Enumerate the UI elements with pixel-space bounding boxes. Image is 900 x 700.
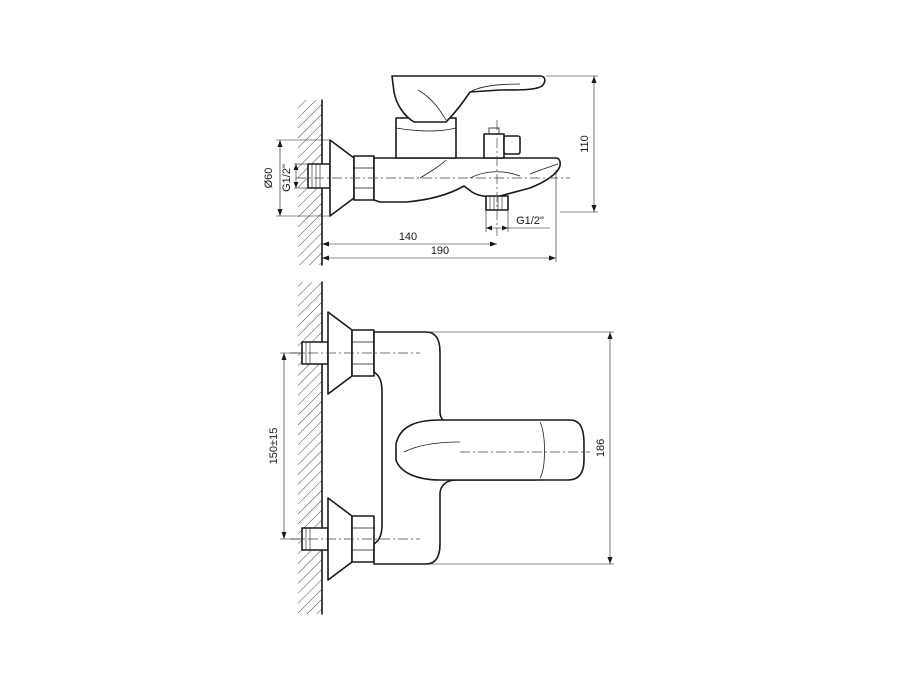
dim-g-outlet: G1/2" xyxy=(485,210,550,232)
dim-phi60: Ø60 xyxy=(263,139,330,217)
dim-150-label: 150±15 xyxy=(268,428,280,465)
cartridge-side xyxy=(395,117,457,159)
dim-g-inlet-label: G1/2" xyxy=(281,164,293,192)
dim-g-outlet-label: G1/2" xyxy=(516,215,544,227)
handle-top xyxy=(395,419,585,481)
wall-top xyxy=(298,281,323,615)
dim-phi60-label: Ø60 xyxy=(263,168,275,189)
dim-186-label: 186 xyxy=(595,439,607,457)
inlet-pipe-side xyxy=(307,163,331,189)
top-view: 150±15 186 xyxy=(268,281,614,615)
dim-190-label: 190 xyxy=(431,245,449,257)
diverter-knob-side xyxy=(483,127,521,159)
dim-140-label: 140 xyxy=(399,231,417,243)
inlet-lower xyxy=(301,497,375,581)
dim-140: 140 xyxy=(322,231,497,247)
dim-190: 190 xyxy=(322,170,557,262)
body-side xyxy=(373,157,561,203)
handle-side xyxy=(391,75,546,123)
dim-110: 110 xyxy=(546,75,598,213)
side-view: Ø60 G1/2" 140 190 xyxy=(263,75,598,266)
inlet-upper xyxy=(301,311,375,395)
dim-110-label: 110 xyxy=(579,135,591,153)
dim-186: 186 xyxy=(374,331,614,565)
dim-150: 150±15 xyxy=(268,352,302,540)
dim-g-inlet: G1/2" xyxy=(281,163,308,192)
